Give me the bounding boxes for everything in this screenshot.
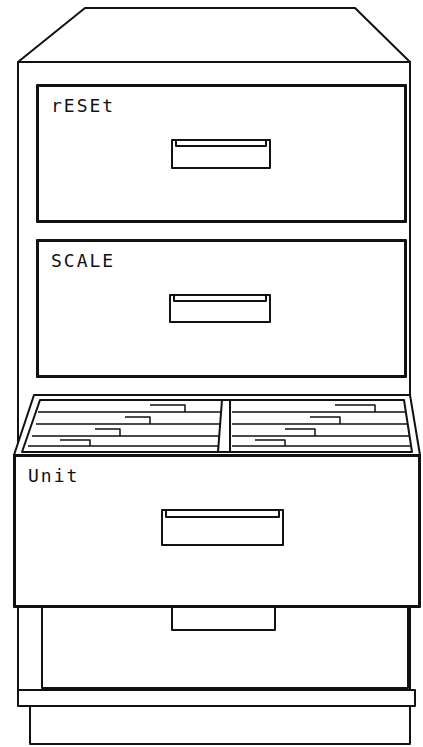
cabinet-drawer: Unit bbox=[14, 455, 420, 607]
drawer-label: rESEt bbox=[51, 97, 115, 115]
cabinet-drawer: rESEt bbox=[37, 85, 406, 222]
drawer-label: Unit bbox=[28, 467, 79, 485]
cabinet-drawer: SCALE bbox=[37, 240, 406, 377]
drawer-label: SCALE bbox=[51, 252, 115, 270]
